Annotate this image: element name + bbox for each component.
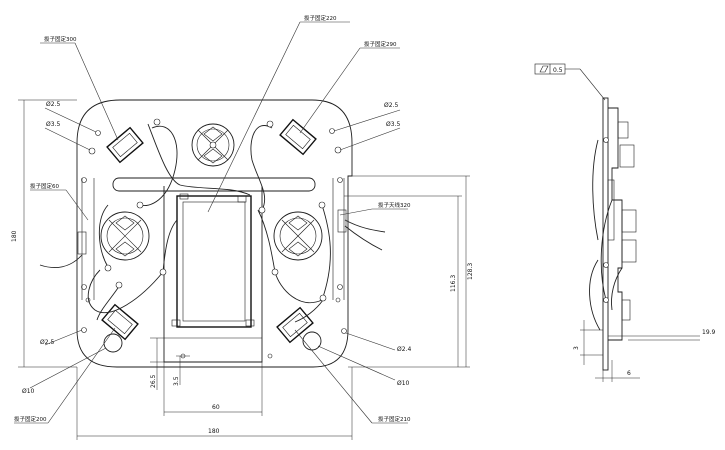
dim-26-5: 26.5 (150, 374, 157, 388)
label-module-60: 扳子固定60 (30, 182, 59, 190)
dim-hole-tl-2: Ø3.5 (46, 121, 60, 128)
label-module-200: 扳子固定200 (14, 415, 47, 423)
connector-top (191, 123, 235, 167)
dim-19-9: 19.9 (702, 329, 716, 336)
center-cutout (163, 186, 263, 363)
dim-hole-br-2: Ø10 (397, 380, 410, 387)
plate-outline (76, 99, 353, 368)
connector-left (100, 211, 150, 261)
dim-116-3: 116.3 (450, 275, 457, 292)
label-module-290: 扳子固定290 (364, 40, 397, 48)
dim-hole-tr-1: Ø2.5 (384, 102, 398, 109)
label-antenna-320: 扳子天线320 (378, 201, 411, 209)
dim-3-5: 3.5 (173, 376, 180, 386)
connector-right (273, 211, 323, 261)
module-290 (279, 118, 317, 156)
top-slot (112, 177, 316, 192)
dimensions (18, 99, 470, 440)
module-200 (101, 303, 139, 341)
wires (39, 118, 386, 323)
leaders (14, 21, 408, 424)
module-220 (176, 195, 252, 328)
label-module-220: 扳子固定220 (304, 14, 337, 22)
dim-width-180: 180 (208, 428, 220, 435)
label-module-210: 扳子固定210 (378, 415, 411, 423)
dim-3: 3 (573, 346, 580, 350)
flatness-icon (539, 65, 549, 73)
label-module-300: 扳子固定300 (44, 35, 77, 43)
annotations: 扳子固定220 扳子固定300 扳子固定290 扳子固定60 扳子天线320 扳… (11, 14, 716, 435)
dim-hole-br-1: Ø2.4 (397, 346, 411, 353)
side-view (534, 63, 700, 382)
module-210 (276, 306, 314, 344)
hole-bottom-right (302, 331, 322, 351)
dim-hole-tl-1: Ø2.5 (46, 101, 60, 108)
dim-height-180: 180 (11, 230, 18, 242)
mounting-holes (81, 128, 347, 359)
dim-6: 6 (627, 370, 631, 377)
dim-hole-bl-1: Ø2.5 (40, 339, 54, 346)
module-300 (106, 126, 144, 164)
dim-hole-bl-2: Ø10 (22, 388, 35, 395)
dim-60: 60 (212, 404, 220, 411)
dim-128-3: 128.3 (467, 263, 474, 280)
front-view (14, 21, 470, 440)
tolerance-value: 0.5 (553, 67, 563, 74)
hole-bottom-left (103, 333, 123, 353)
dim-hole-tr-2: Ø3.5 (386, 121, 400, 128)
